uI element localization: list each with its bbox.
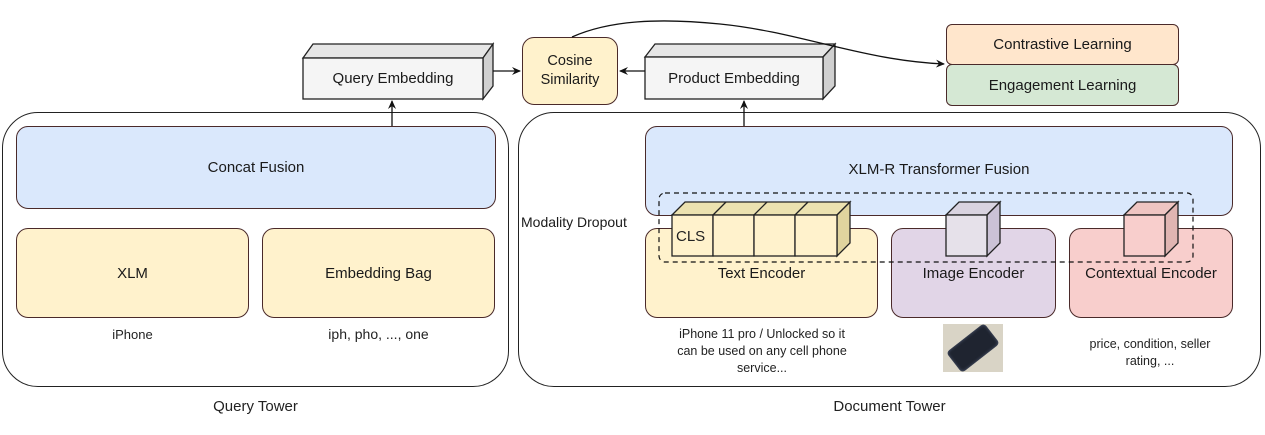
xlm-encoder-block: XLM — [16, 228, 249, 318]
embedding-bag-label: Embedding Bag — [325, 264, 432, 282]
image-encoder-label: Image Encoder — [922, 265, 1025, 282]
text-encoder-block: Text Encoder — [645, 228, 878, 318]
contrastive-learning-label: Contrastive Learning — [993, 36, 1132, 53]
cosine-similarity-line2: Similarity — [540, 72, 600, 88]
engagement-learning-block: Engagement Learning — [946, 64, 1179, 106]
xlm-encoder-label: XLM — [117, 264, 148, 282]
engagement-learning-label: Engagement Learning — [988, 76, 1137, 94]
cosine-similarity-line1: Cosine — [547, 53, 593, 69]
document-tower-label: Document Tower — [833, 398, 946, 415]
image-encoder-block: Image Encoder — [891, 228, 1056, 318]
query-embedding-label: Query Embedding — [332, 70, 454, 87]
text-encoder-label: Text Encoder — [717, 265, 806, 282]
phone-photo-image — [943, 324, 1003, 372]
embedding-bag-block: Embedding Bag — [262, 228, 495, 318]
product-embedding-label: Product Embedding — [668, 69, 800, 87]
cosine-similarity-block: Cosine Similarity — [522, 37, 618, 105]
xlmr-fusion-block: XLM-R Transformer Fusion — [645, 126, 1233, 216]
contrastive-learning-block: Contrastive Learning — [946, 24, 1179, 65]
concat-fusion-label: Concat Fusion — [207, 159, 305, 176]
xlm-input-text: iPhone — [112, 327, 153, 342]
contextual-encoder-label: Contextual Encoder — [1085, 265, 1217, 282]
embedding-bag-input-text: iph, pho, ..., one — [328, 326, 429, 342]
xlmr-fusion-label: XLM-R Transformer Fusion — [848, 161, 1030, 178]
query-tower-label: Query Tower — [213, 398, 298, 415]
phone-icon — [946, 324, 1000, 372]
concat-fusion-block: Concat Fusion — [16, 126, 496, 209]
text-encoder-input-text: iPhone 11 pro / Unlocked so it can be us… — [677, 327, 847, 375]
modality-dropout-label: Modality Dropout — [521, 214, 627, 230]
contextual-encoder-input-text: price, condition, seller rating, ... — [1089, 337, 1211, 368]
contextual-encoder-block: Contextual Encoder — [1069, 228, 1233, 318]
